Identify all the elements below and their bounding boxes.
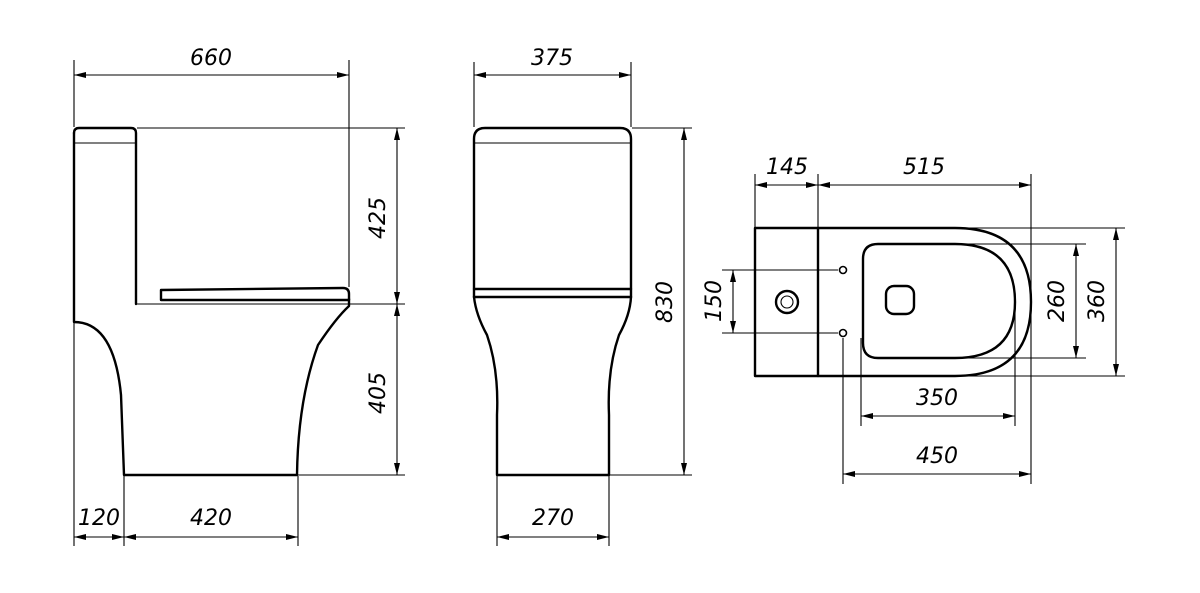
dim-tank-depth: 145 (766, 155, 808, 180)
dim-bowl-length: 515 (903, 155, 945, 180)
side-view-dimensions: 660 425 405 120 420 (73, 46, 405, 546)
front-view-dimensions: 375 830 270 (473, 46, 692, 546)
dim-fixing-spacing: 150 (702, 280, 727, 322)
top-view-drain (884, 284, 916, 316)
top-view (753, 226, 1033, 378)
dim-outlet-to-front: 450 (916, 444, 958, 469)
side-view (72, 126, 351, 477)
dim-seat-inner-width: 260 (1045, 280, 1070, 322)
dim-front-base: 270 (532, 506, 574, 531)
flush-button-icon (774, 289, 800, 315)
dim-fixing-to-front: 350 (916, 386, 958, 411)
front-view (472, 126, 633, 477)
side-view-body (72, 131, 351, 477)
dim-front-width: 375 (531, 46, 573, 71)
top-view-bowl-rim (861, 242, 1017, 360)
side-view-tank (72, 126, 138, 306)
fixing-hole-lower-icon (838, 328, 848, 338)
dim-tank-height: 425 (366, 197, 391, 239)
top-view-dimensions: 145 515 150 260 360 350 450 (702, 155, 1125, 484)
dim-total-height: 830 (653, 281, 678, 323)
dim-base-length: 420 (190, 506, 232, 531)
front-view-bowl (472, 295, 633, 477)
dim-rear-offset: 120 (78, 506, 120, 531)
top-view-outline (753, 226, 1033, 378)
side-view-seat (159, 286, 351, 302)
front-view-tank (472, 126, 633, 299)
dim-top-overall-width: 360 (1085, 280, 1110, 322)
front-view-seat (472, 287, 633, 299)
dim-overall-length: 660 (190, 46, 232, 71)
fixing-hole-upper-icon (838, 265, 848, 275)
dim-bowl-height: 405 (366, 372, 391, 414)
